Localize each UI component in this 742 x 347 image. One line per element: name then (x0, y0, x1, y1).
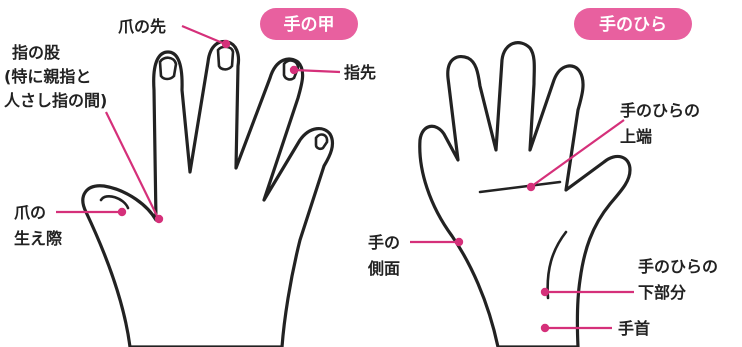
label-nail-tip: 爪の先 (118, 17, 166, 36)
ring-nail (282, 59, 300, 81)
label-hand-side-line2: 側面 (367, 259, 400, 278)
badge-back-pill (260, 8, 358, 40)
leader-nail-tip (181, 24, 226, 46)
label-palm-top-line2: 上端 (620, 127, 652, 146)
thumb-nail (99, 195, 130, 210)
dot-hand-side (454, 237, 464, 247)
index-nail (158, 56, 178, 81)
label-cuticle-line2: 生え際 (14, 229, 63, 248)
label-palm-top-line1: 手のひらの (620, 101, 700, 120)
label-finger-web-line1: 指の股 (12, 43, 61, 62)
dot-wrist (540, 323, 550, 333)
label-finger-web-line2: (特に親指と (4, 67, 91, 86)
label-palm-bottom-line1: 手のひらの (638, 257, 718, 276)
leaders (56, 24, 634, 333)
pinky-nail (314, 133, 329, 151)
dot-palm-bottom (540, 287, 550, 297)
dot-palm-top (526, 182, 536, 192)
dot-nail-tip (221, 39, 231, 49)
label-cuticle-line1: 爪の (14, 203, 46, 222)
back-of-hand (81, 39, 335, 347)
badge-palm: 手のひら (574, 8, 692, 40)
label-wrist: 手首 (618, 319, 650, 338)
label-fingertip: 指先 (344, 63, 376, 82)
badge-palm-text: 手のひら (599, 14, 667, 35)
label-hand-side-line1: 手の (368, 233, 400, 252)
badge-back-of-hand: 手の甲 (260, 8, 358, 40)
palm-outline (418, 41, 632, 347)
palm-of-hand (418, 41, 632, 347)
dot-finger-web (154, 214, 164, 224)
dot-cuticle (117, 207, 127, 217)
leader-palm-top (531, 119, 625, 187)
back-hand-outline (81, 39, 335, 347)
leader-fingertip (293, 68, 341, 74)
label-finger-web-line3: 人さし指の間) (4, 91, 107, 110)
leader-finger-web (105, 111, 159, 219)
dot-fingertip (289, 65, 299, 75)
label-palm-bottom-line2: 下部分 (638, 283, 686, 302)
palm-upper-crease (478, 180, 562, 194)
badge-back-text: 手の甲 (284, 14, 335, 35)
labels: 爪の先 指の股 (特に親指と 人さし指の間) 指先 爪の 生え際 手の 側面 手… (4, 17, 718, 338)
badge-palm-pill (574, 8, 692, 40)
